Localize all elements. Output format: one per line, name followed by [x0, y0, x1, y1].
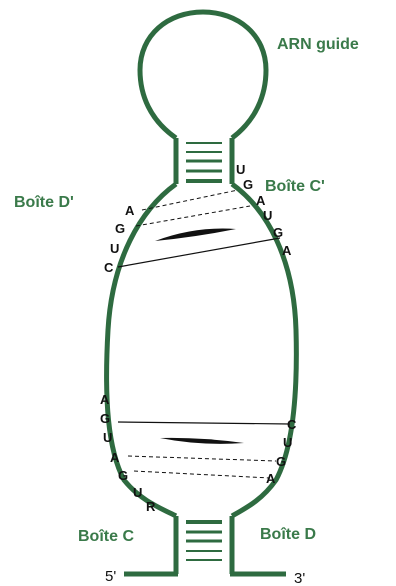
- three-prime-label: 3': [294, 570, 305, 586]
- nucleotide: R: [146, 499, 156, 514]
- nucleotide: U: [103, 430, 112, 445]
- box-d-prime-label: Boîte D': [14, 194, 74, 211]
- box-d-label: Boîte D: [260, 526, 316, 543]
- guide-loop: [140, 12, 266, 138]
- nucleotide: A: [125, 203, 135, 218]
- nucleotide: A: [100, 392, 110, 407]
- nucleotide: U: [133, 485, 142, 500]
- nucleotide: A: [110, 450, 120, 465]
- upper-dashed-pair-2: [136, 206, 250, 226]
- nucleotide: U: [283, 435, 292, 450]
- lower-dashed-pair-1: [128, 456, 276, 461]
- upper-solid-pair: [118, 238, 280, 267]
- guide-rna-label: ARN guide: [277, 36, 359, 53]
- nucleotide: U: [263, 208, 272, 223]
- lower-solid-pair: [118, 422, 290, 424]
- box-c-label: Boîte C: [78, 528, 134, 545]
- nucleotide: C: [104, 260, 114, 275]
- nucleotide: G: [243, 177, 253, 192]
- upper-target-rna: [155, 229, 236, 242]
- nucleotide: G: [118, 468, 128, 483]
- nucleotide: G: [273, 225, 283, 240]
- upper-stem-basepairs: [186, 143, 222, 181]
- nucleotide: G: [115, 221, 125, 236]
- nucleotide: A: [282, 243, 292, 258]
- box-c-prime-label: Boîte C': [265, 178, 325, 195]
- nucleotide: C: [287, 417, 297, 432]
- nucleotide: U: [236, 162, 245, 177]
- nucleotide: U: [110, 241, 119, 256]
- lower-target-rna: [160, 438, 244, 444]
- nucleotide: G: [100, 411, 110, 426]
- nucleotide: A: [266, 471, 276, 486]
- lower-stem-basepairs: [186, 522, 222, 560]
- five-prime-label: 5': [105, 568, 116, 585]
- nucleotide: G: [276, 454, 286, 469]
- lower-dashed-pair-2: [134, 471, 270, 478]
- nucleotide: A: [256, 193, 266, 208]
